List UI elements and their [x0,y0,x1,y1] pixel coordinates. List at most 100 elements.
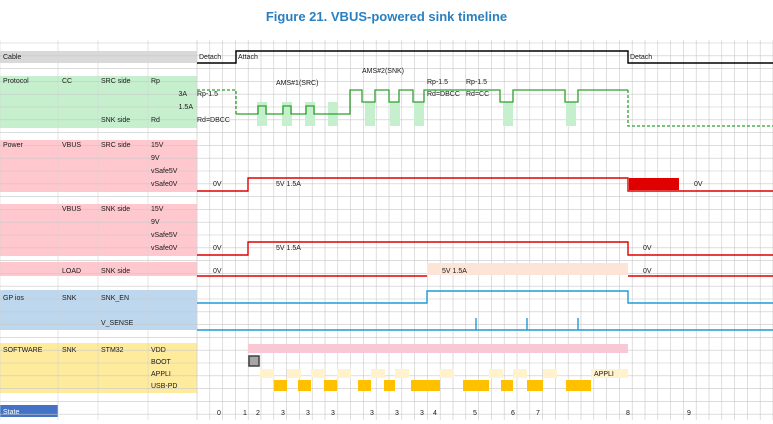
state-value: 3 [395,410,399,417]
load-0v-annotation: 0V [213,268,222,275]
state-value: 8 [626,410,630,417]
snk-5v-annotation: 5V 1.5A [276,245,301,252]
state-value: 1 [243,410,247,417]
stm32-label: STM32 [101,347,124,354]
appli-end-label: APPLI [594,371,614,378]
state-value: 2 [256,410,260,417]
protocol-label: Protocol [3,78,29,85]
rd-label: Rd [151,117,160,124]
a15-annotation: 1.5A [179,104,194,111]
src-rp-dashed-trace [197,89,773,127]
state-label: State [3,409,19,416]
vbus-snk-label: VBUS [62,206,81,213]
snk-side-power-label: SNK side [101,206,130,213]
state-value: 9 [687,410,691,417]
src-9v: 9V [151,155,160,162]
rp15-annotation: Rp-1.5 [197,91,218,98]
gpios-label: GP ios [3,295,24,302]
v-sense-label: V_SENSE [101,320,134,327]
src-side-label: SRC side [101,78,131,85]
vdd-band [248,344,628,353]
src-vsafe5v: vSafe5V [151,168,178,175]
power-label: Power [3,142,24,149]
cable-label: Cable [3,54,21,61]
figure-title-text: VBUS-powered sink timeline [330,9,508,24]
gpio-band [0,290,197,330]
snk-side-label: SNK side [101,117,130,124]
figure-number: Figure 21. [265,9,328,24]
protocol-band [58,76,197,128]
usbpd-activity [274,380,591,391]
appli-label: APPLI [151,371,171,378]
boot-indicator [248,355,260,367]
state-labels: 0 1 2 3 3 3 3 3 3 4 5 6 7 8 9 [217,410,691,417]
attach-annotation: Attach [238,54,258,61]
load-active-band [427,263,628,275]
ams2-annotation: AMS#2(SNK) [362,68,404,75]
load-5v-annotation: 5V 1.5A [442,268,467,275]
rd-dbcc-b-annotation: Rd=DBCC [427,91,460,98]
protocol-band-label [0,76,58,128]
rd-cc-annotation: Rd=CC [466,91,489,98]
rp15-b-annotation: Rp-1.5 [427,79,448,86]
snk-en-trace [197,290,773,304]
cc-protocol-trace [236,89,628,115]
power-snk-band [0,204,197,256]
detach-start-annotation: Detach [199,54,221,61]
rp-label: Rp [151,78,160,85]
load-snk-side-label: SNK side [101,268,130,275]
power-load-band [0,262,197,276]
state-value: 3 [331,410,335,417]
snk-0v-annotation: 0V [213,245,222,252]
state-value: 0 [217,410,221,417]
state-value: 3 [420,410,424,417]
figure-title: Figure 21. VBUS-powered sink timeline [0,9,773,24]
boot-label: BOOT [151,359,172,366]
snk-vsafe5v: vSafe5V [151,232,178,239]
timeline-grid [0,40,773,420]
vbus-src-label: VBUS [62,142,81,149]
snk-vsafe0v: vSafe0V [151,245,178,252]
vdd-label: VDD [151,347,166,354]
snk-en-label: SNK_EN [101,295,129,302]
cable-attach-trace [197,50,773,64]
src-5v-annotation: 5V 1.5A [276,181,301,188]
usbpd-label: USB-PD [151,383,177,390]
state-value: 3 [370,410,374,417]
detach-end-annotation: Detach [630,54,652,61]
state-value: 7 [536,410,540,417]
src-0v-end-annotation: 0V [694,181,703,188]
state-value: 5 [473,410,477,417]
state-value: 6 [511,410,515,417]
software-band [0,343,197,393]
v-sense-trace [197,318,773,331]
state-value: 3 [306,410,310,417]
src-15v: 15V [151,142,164,149]
src-discharge-block [629,178,679,190]
software-label: SOFTWARE [3,347,43,354]
software-snk-label: SNK [62,347,77,354]
snk-9v: 9V [151,219,160,226]
a3-annotation: 3A [178,91,187,98]
state-value: 4 [433,410,437,417]
cable-band [0,51,197,63]
src-side-power-label: SRC side [101,142,131,149]
snk-0v-end-annotation: 0V [643,245,652,252]
load-0v-end-annotation: 0V [643,268,652,275]
src-0v-annotation: 0V [213,181,222,188]
power-src-band [0,140,197,192]
appli-activity [260,369,628,378]
snk-15v: 15V [151,206,164,213]
rp15-c-annotation: Rp-1.5 [466,79,487,86]
rd-dbcc-annotation: Rd=DBCC [197,117,230,124]
state-value: 3 [281,410,285,417]
load-label: LOAD [62,268,81,275]
ams1-annotation: AMS#1(SRC) [276,80,318,87]
cc-label: CC [62,78,72,85]
src-vsafe0v: vSafe0V [151,181,178,188]
gpio-snk-label: SNK [62,295,77,302]
src-vbus-trace [197,177,773,192]
snk-vbus-trace [197,241,773,256]
